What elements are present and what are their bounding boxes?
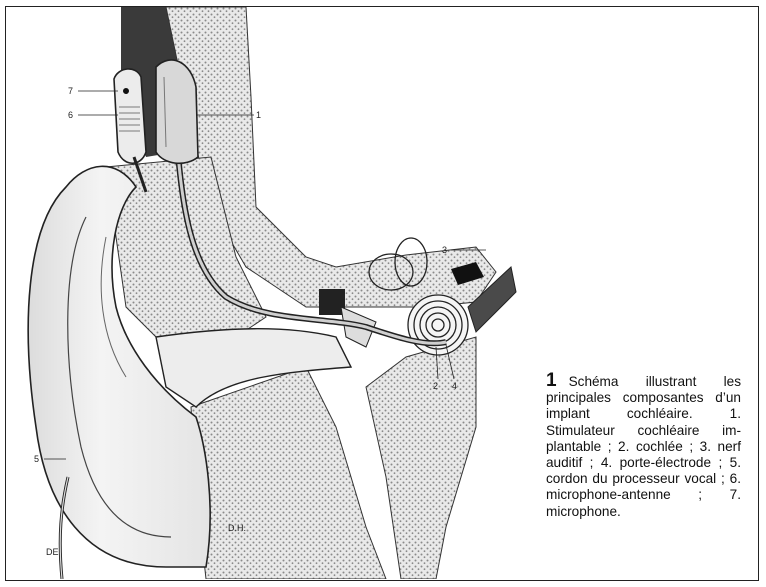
- implant-stimulator: [156, 60, 198, 163]
- figure-caption-text: Schéma illustrant les principales compos…: [546, 374, 741, 519]
- label-3: 3: [442, 245, 447, 255]
- label-7: 7: [68, 86, 73, 96]
- logo-mark: DE: [46, 547, 59, 557]
- external-microphone-antenna: [114, 69, 146, 163]
- label-6: 6: [68, 110, 73, 120]
- figure-number: 1: [546, 370, 557, 391]
- artist-signature: D.H.: [228, 523, 246, 533]
- label-1: 1: [256, 110, 261, 120]
- microphone-dot: [123, 88, 129, 94]
- label-5: 5: [34, 454, 39, 464]
- lower-bone: [191, 367, 386, 579]
- label-4: 4: [452, 381, 457, 391]
- lower-right-bone: [366, 337, 476, 579]
- ossicles: [319, 289, 345, 315]
- cochlear-implant-illustration: 7 6 1 3 2 4 5 D.H. DE: [6, 7, 536, 579]
- label-2: 2: [433, 381, 438, 391]
